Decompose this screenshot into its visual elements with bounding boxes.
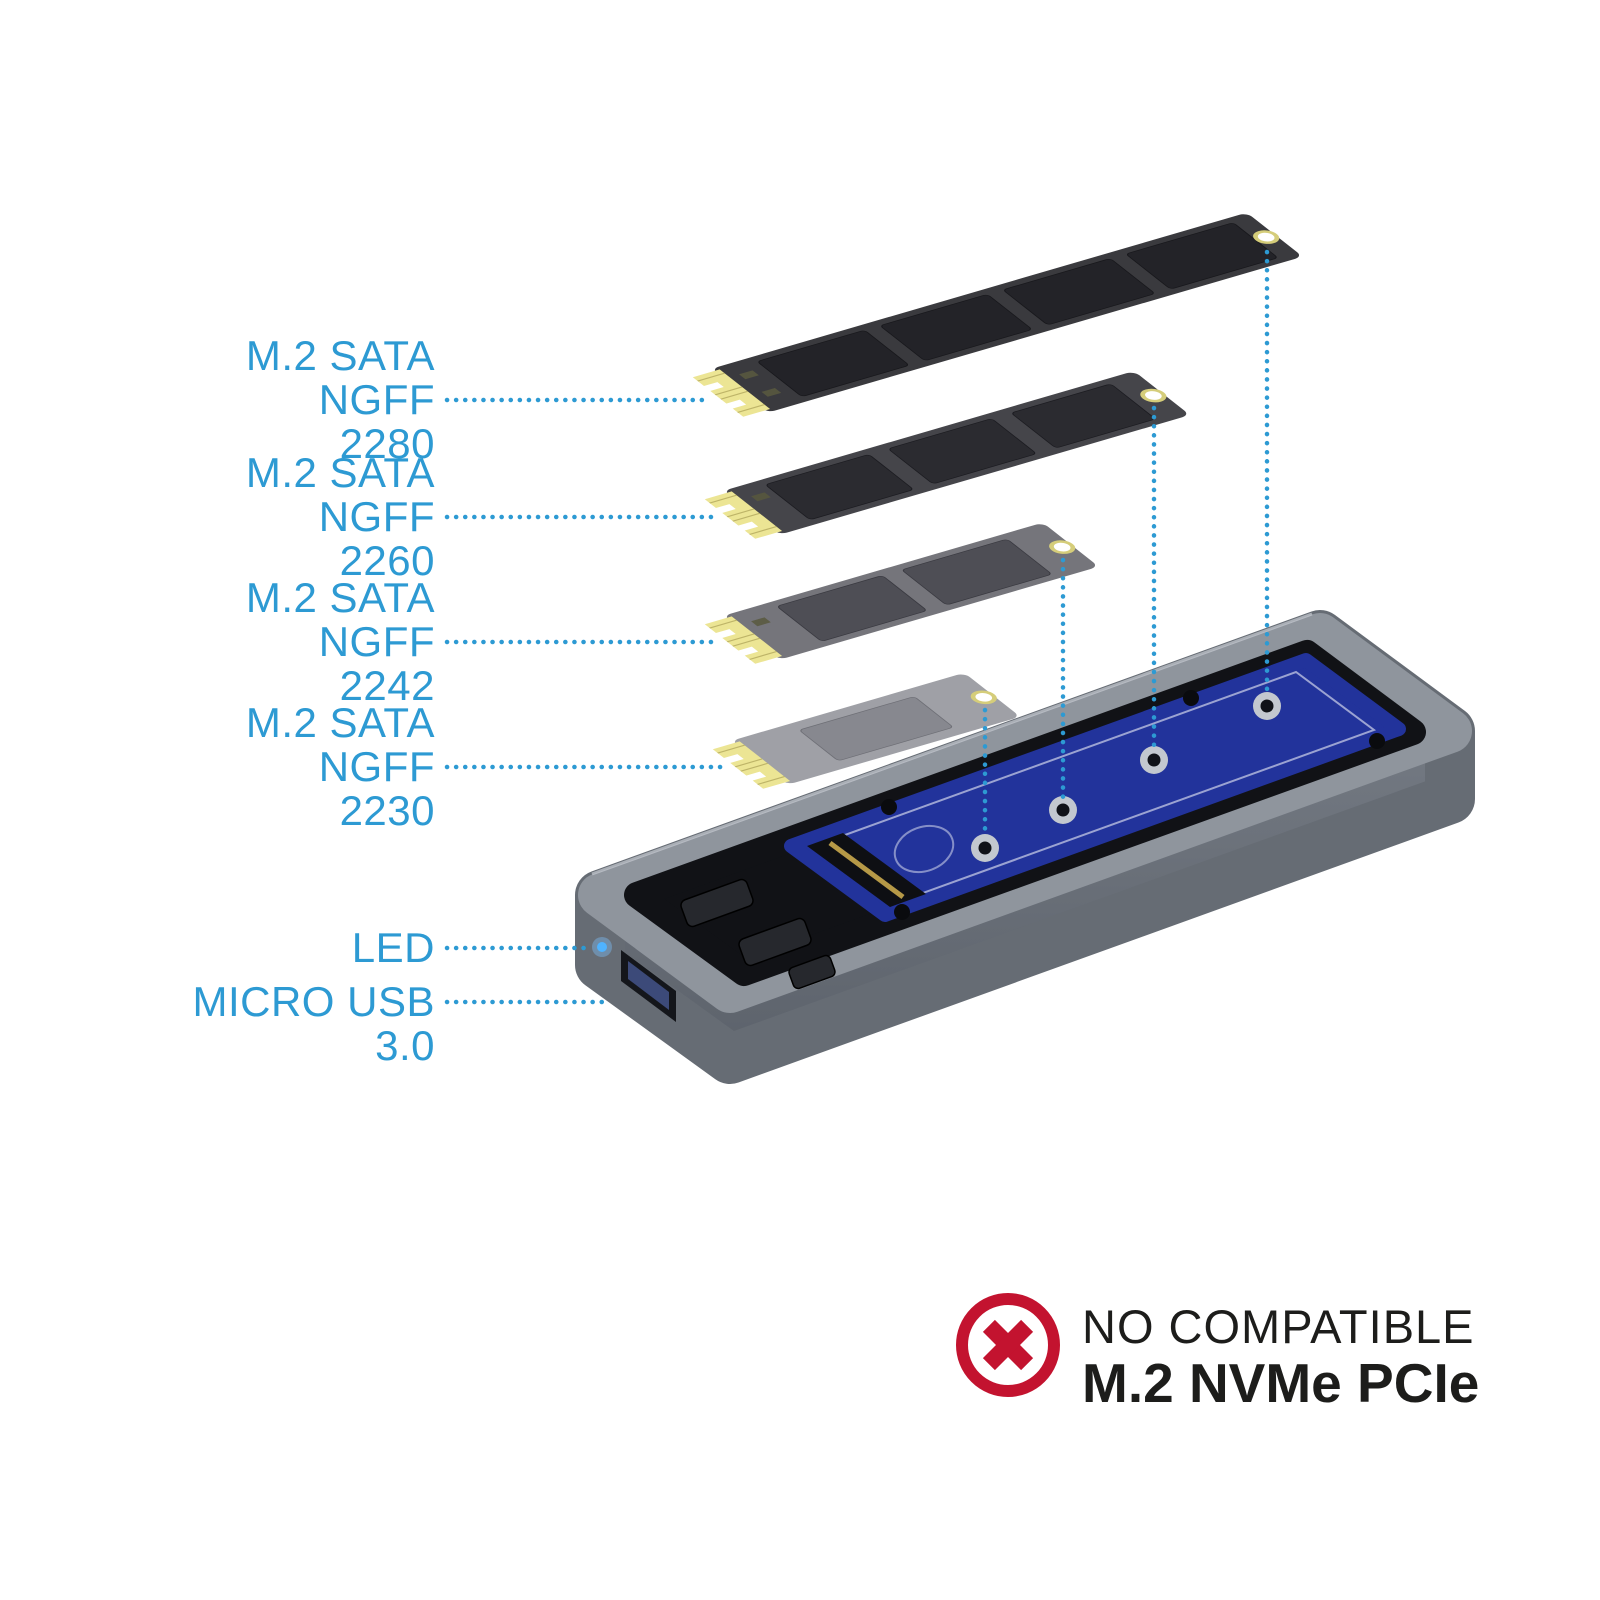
ssd-mount-notch [1253, 230, 1280, 244]
label-micro-usb: MICRO USB 3.0 [192, 978, 435, 1069]
ssd-size: 2260 [339, 537, 435, 584]
ssd-size: 2230 [339, 787, 435, 834]
standoff-hole-2242 [1049, 796, 1077, 824]
ssd-nand-chips [758, 223, 1277, 397]
x-circle-icon [956, 1293, 1060, 1397]
label-ssd-2242: M.2 SATA NGFF 2242 [140, 576, 435, 708]
pcb-screws [881, 690, 1385, 920]
led-indicator [592, 937, 612, 957]
ssd-mount-notch [1140, 388, 1167, 403]
ssd-2230-card [712, 674, 1017, 789]
ssd-connector-fingers [704, 616, 783, 664]
label-ssd-2280: M.2 SATA NGFF 2280 [140, 334, 435, 466]
ssd-nand-chips [778, 539, 1051, 641]
ssd-mount-notch [970, 690, 997, 705]
ssd-2260-card [704, 372, 1187, 539]
standoff-hole-2230 [971, 834, 999, 862]
warning-text: NO COMPATIBLE M.2 NVMe PCIe [1082, 1300, 1479, 1413]
ssd-connector-fingers [704, 491, 783, 539]
ssd-connector-fingers [712, 741, 791, 789]
standoff-hole-2280 [1253, 692, 1281, 720]
ssd-connector-fingers [692, 369, 771, 417]
enclosure-clips [680, 878, 836, 990]
enclosure [575, 610, 1475, 1084]
ssd-nand-chips [766, 384, 1155, 520]
ssd-standard-name: M.2 SATA NGFF [245, 699, 435, 790]
warning-line2: M.2 NVMe PCIe [1082, 1352, 1480, 1414]
label-ssd-2230: M.2 SATA NGFF 2230 [140, 701, 435, 833]
label-ssd-2260: M.2 SATA NGFF 2260 [140, 451, 435, 583]
enclosure-rim-highlight [591, 612, 1313, 876]
ssd-standard-name: M.2 SATA NGFF [245, 449, 435, 540]
ssd-nand-chips [800, 697, 953, 761]
standoff-hole-2260 [1140, 746, 1168, 774]
ssd-mount-notch [1049, 540, 1076, 554]
m2-slot-connector [807, 833, 926, 907]
ssd-2242-card [704, 524, 1096, 664]
pcb-circle-trace [893, 824, 955, 874]
ssd-size: 2280 [339, 420, 435, 467]
ssd-standard-name: M.2 SATA NGFF [245, 574, 435, 665]
ssd-2280-card [692, 214, 1300, 417]
warning-line1: NO COMPATIBLE [1082, 1300, 1475, 1353]
pcb [784, 653, 1406, 922]
label-led: LED [351, 924, 435, 971]
ssd-size: 2242 [339, 662, 435, 709]
micro-usb-port [621, 950, 676, 1022]
leader-lines [444, 249, 1270, 1005]
ssd-pcb [726, 524, 1096, 659]
ssd-standard-name: M.2 SATA NGFF [245, 332, 435, 423]
standoff-holes [971, 692, 1281, 862]
